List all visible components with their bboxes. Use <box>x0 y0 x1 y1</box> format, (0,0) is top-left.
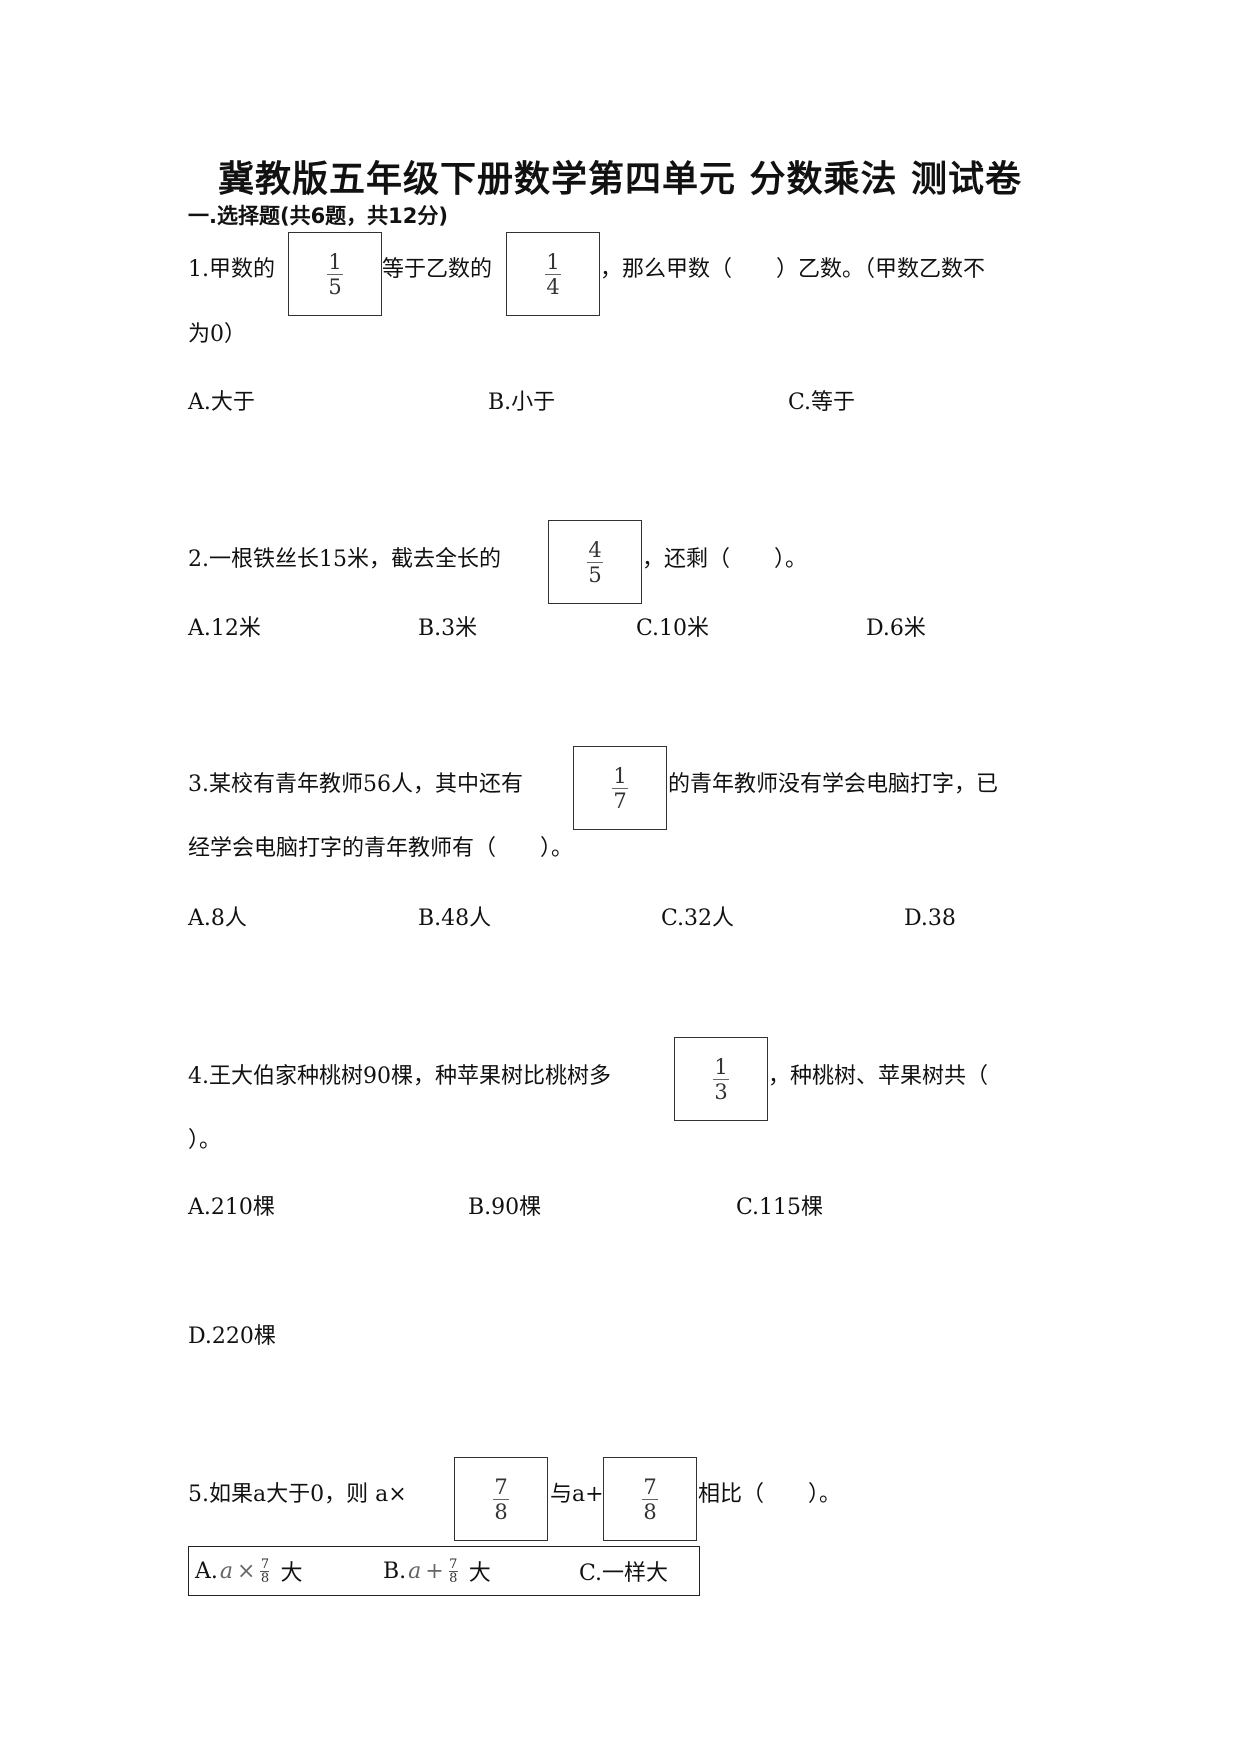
page-title: 冀教版五年级下册数学第四单元 分数乘法 测试卷 <box>217 159 1023 200</box>
q3-option-b[interactable]: B.48人 <box>418 906 492 931</box>
q5-option-b[interactable]: B. a + 7 8 大 <box>383 1555 491 1587</box>
variable-a: a <box>408 1558 422 1584</box>
plus-operator: + <box>425 1558 444 1584</box>
q4-option-b[interactable]: B.90棵 <box>468 1195 542 1220</box>
q3-option-a[interactable]: A.8人 <box>188 906 247 931</box>
fraction-4-5: 4 5 <box>587 539 603 586</box>
q5-option-a[interactable]: A. a × 7 8 大 <box>195 1555 302 1587</box>
fraction-denominator: 8 <box>494 1499 508 1524</box>
fraction-bar <box>587 561 603 563</box>
q5-option-c[interactable]: C.一样大 <box>579 1555 668 1587</box>
fraction-numerator: 4 <box>588 537 602 562</box>
fraction-denominator: 8 <box>449 1570 458 1586</box>
q2-text-part2: ，还剩（ ）。 <box>642 547 808 572</box>
times-operator: × <box>237 1558 256 1584</box>
variable-a: a <box>219 1558 234 1584</box>
q2-fraction-box: 4 5 <box>548 520 642 604</box>
fraction-numerator: 1 <box>328 249 342 274</box>
option-text: C.一样大 <box>579 1561 669 1586</box>
fraction-7-8: 7 8 <box>493 1476 509 1523</box>
q3-text-part1: 3.某校有青年教师56人，其中还有 <box>188 772 523 797</box>
q1-text-part1: 1.甲数的 <box>188 257 275 282</box>
fraction-denominator: 4 <box>546 274 560 299</box>
fraction-bar <box>327 273 343 275</box>
option-prefix: B. <box>383 1558 407 1584</box>
q2-option-a[interactable]: A.12米 <box>188 616 261 641</box>
fraction-bar <box>642 1498 658 1500</box>
q4-option-d[interactable]: D.220棵 <box>188 1324 276 1349</box>
q5-text-part3: 相比（ ）。 <box>698 1482 842 1507</box>
fraction-numerator: 1 <box>714 1054 728 1079</box>
q5-answer-options-box: A. a × 7 8 大 B. a + 7 8 大 C.一样大 <box>188 1546 700 1596</box>
q3-fraction-box: 1 7 <box>573 746 667 830</box>
q2-text-part1: 2.一根铁丝长15米，截去全长的 <box>188 547 501 572</box>
fraction-1-3: 1 3 <box>713 1056 729 1103</box>
fraction-1-7: 1 7 <box>612 765 628 812</box>
q1-text-part3: ，那么甲数（ ）乙数。（甲数乙数不 <box>600 257 986 282</box>
fraction-numerator: 7 <box>449 1556 458 1572</box>
q2-option-d[interactable]: D.6米 <box>866 616 926 641</box>
fraction-7-8: 7 8 <box>260 1556 270 1586</box>
fraction-denominator: 5 <box>328 274 342 299</box>
fraction-bar <box>448 1570 458 1572</box>
q4-option-c[interactable]: C.115棵 <box>736 1195 824 1220</box>
fraction-denominator: 8 <box>260 1570 270 1586</box>
q2-option-c[interactable]: C.10米 <box>636 616 710 641</box>
fraction-bar <box>260 1570 270 1572</box>
fraction-bar <box>713 1078 729 1080</box>
fraction-1-4: 1 4 <box>545 251 561 298</box>
fraction-bar <box>545 273 561 275</box>
option-suffix: 大 <box>280 1561 303 1586</box>
fraction-numerator: 1 <box>546 249 560 274</box>
q1-text-part4: 为0） <box>188 322 246 347</box>
fraction-denominator: 8 <box>643 1499 657 1524</box>
q4-option-a[interactable]: A.210棵 <box>188 1195 275 1220</box>
q3-option-d[interactable]: D.38 <box>904 906 956 931</box>
q5-fraction-box-1: 7 8 <box>454 1457 548 1541</box>
q2-option-b[interactable]: B.3米 <box>418 616 478 641</box>
q5-fraction-box-2: 7 8 <box>603 1457 697 1541</box>
fraction-denominator: 3 <box>714 1079 728 1104</box>
q4-text-part1: 4.王大伯家种桃树90棵，种苹果树比桃树多 <box>188 1064 611 1089</box>
q3-text-part3: 经学会电脑打字的青年教师有（ ）。 <box>188 836 574 861</box>
fraction-7-8: 7 8 <box>448 1556 458 1586</box>
option-suffix: 大 <box>468 1561 491 1586</box>
fraction-denominator: 5 <box>588 562 602 587</box>
section-heading: 一.选择题(共6题，共12分) <box>188 204 449 228</box>
q5-text-part2: 与a+ <box>550 1482 604 1507</box>
fraction-1-5: 1 5 <box>327 251 343 298</box>
q4-text-part3: ）。 <box>188 1128 222 1153</box>
option-prefix: A. <box>195 1558 218 1584</box>
q5-text-part1: 5.如果a大于0，则 a× <box>188 1482 407 1507</box>
fraction-7-8: 7 8 <box>642 1476 658 1523</box>
fraction-numerator: 7 <box>494 1474 508 1499</box>
fraction-numerator: 1 <box>613 763 627 788</box>
fraction-denominator: 7 <box>613 788 627 813</box>
q4-fraction-box: 1 3 <box>674 1037 768 1121</box>
fraction-numerator: 7 <box>260 1556 270 1572</box>
q1-option-a[interactable]: A.大于 <box>188 390 255 415</box>
q1-text-part2: 等于乙数的 <box>382 257 493 282</box>
fraction-bar <box>493 1498 509 1500</box>
q1-fraction-box-1: 1 5 <box>288 232 382 316</box>
q1-option-c[interactable]: C.等于 <box>788 390 856 415</box>
q1-fraction-box-2: 1 4 <box>506 232 600 316</box>
q3-text-part2: 的青年教师没有学会电脑打字，已 <box>668 772 999 797</box>
q4-text-part2: ，种桃树、苹果树共（ <box>768 1064 989 1089</box>
q3-option-c[interactable]: C.32人 <box>661 906 735 931</box>
fraction-numerator: 7 <box>643 1474 657 1499</box>
fraction-bar <box>612 787 628 789</box>
q1-option-b[interactable]: B.小于 <box>488 390 556 415</box>
